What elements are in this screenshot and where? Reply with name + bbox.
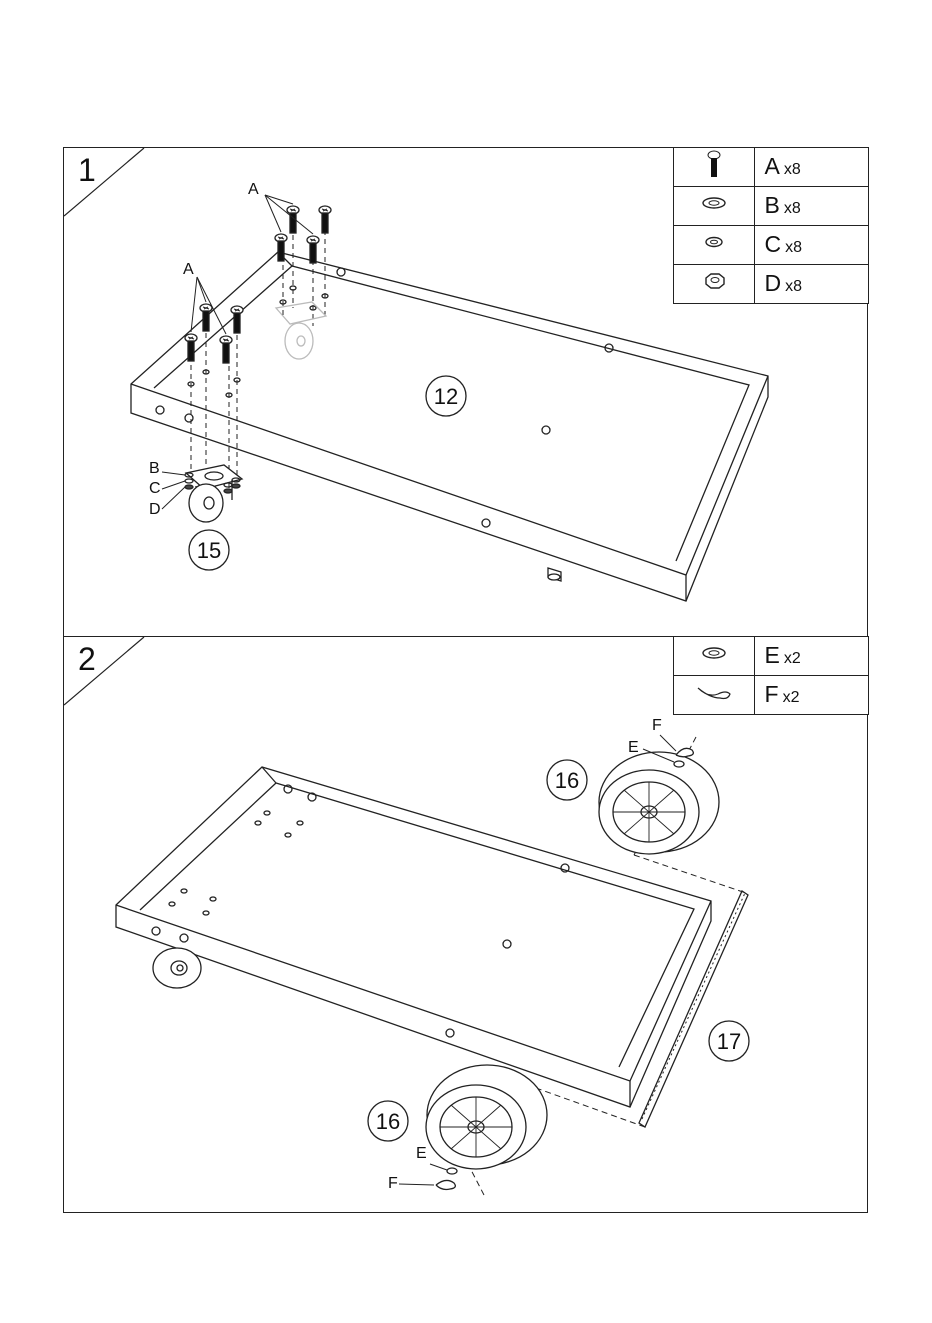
part-number-15: 15 (189, 538, 229, 564)
legend-letter-f: F (765, 681, 779, 707)
washer-icon (699, 643, 729, 663)
legend-qty-c: x8 (785, 239, 802, 256)
hex-nut-icon (699, 270, 729, 292)
callout-washer-e-top: E (628, 739, 639, 757)
legend-letter-e: E (765, 642, 780, 668)
part-number-12: 12 (426, 384, 466, 410)
legend-letter-d: D (765, 270, 782, 296)
callout-pin-f-bottom: F (388, 1175, 398, 1193)
callout-screws-a-left: A (183, 261, 194, 279)
legend-qty-f: x2 (783, 689, 800, 706)
wheel-16-top-drawing (599, 735, 719, 854)
callout-screws-a-right: A (248, 181, 259, 199)
callout-nut-d: D (149, 501, 161, 519)
wheel-16-bottom-drawing (399, 1065, 547, 1190)
callout-washer-e-bottom: E (416, 1145, 427, 1163)
step-2-panel: 2 (63, 636, 868, 1213)
legend-letter-a: A (765, 153, 780, 179)
callout-pin-f-top: F (652, 717, 662, 735)
legend-qty-e: x2 (784, 650, 801, 667)
cotter-pin-icon (694, 682, 734, 702)
legend-qty-a: x8 (784, 161, 801, 178)
legend-qty-d: x8 (785, 278, 802, 295)
step-2-illustration (64, 637, 869, 1214)
part-number-16-bottom: 16 (368, 1109, 408, 1135)
part-number-17: 17 (709, 1029, 749, 1055)
legend-letter-b: B (765, 192, 780, 218)
legend-qty-b: x8 (784, 200, 801, 217)
part-number-16-top: 16 (547, 768, 587, 794)
lock-washer-icon (699, 232, 729, 252)
step-1-panel: 1 (63, 147, 868, 637)
screws-a-right-drawing (265, 195, 331, 263)
legend-letter-c: C (765, 231, 782, 257)
caster-15-drawing (162, 465, 242, 522)
callout-washer-b: B (149, 460, 160, 478)
washer-icon (699, 193, 729, 213)
callout-lock-washer-c: C (149, 480, 161, 498)
screw-icon (704, 149, 724, 179)
